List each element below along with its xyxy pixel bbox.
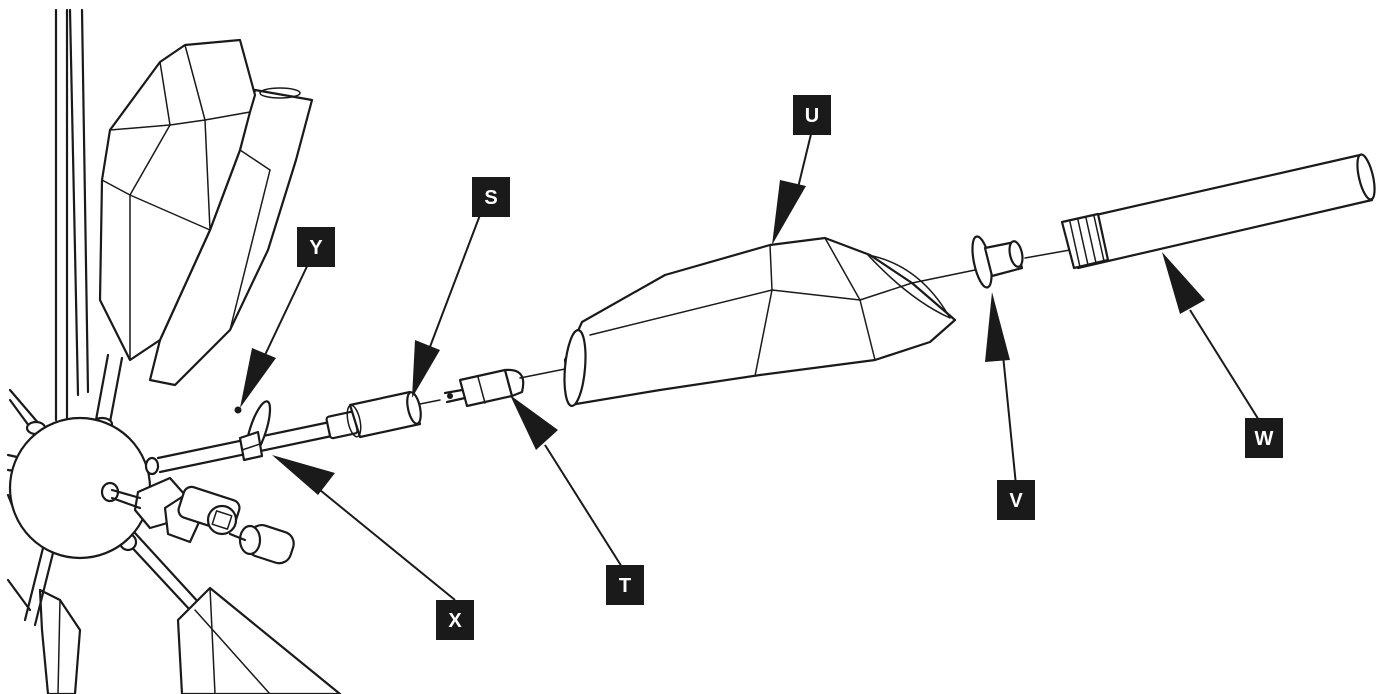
callout-label-Y: Y <box>309 237 323 259</box>
callout-U: U <box>793 95 831 135</box>
callout-label-U: U <box>805 105 819 127</box>
part-u-shade <box>563 236 957 407</box>
callout-label-S: S <box>484 187 497 209</box>
upper-shade-front <box>98 38 257 362</box>
part-s-socket <box>346 390 441 439</box>
hub-sphere <box>8 416 160 560</box>
callout-Y: Y <box>297 227 335 267</box>
callout-label-W: W <box>1255 428 1274 450</box>
callout-X: X <box>436 600 474 640</box>
part-t-bulb <box>443 368 525 408</box>
callout-label-X: X <box>448 610 462 632</box>
callout-W: W <box>1245 418 1283 458</box>
part-x-cup <box>238 400 272 462</box>
part-v-collar <box>971 235 1024 289</box>
upper-shade-stem <box>90 353 124 432</box>
callout-leaders <box>240 129 1263 601</box>
callout-V: V <box>997 480 1035 520</box>
callout-S: S <box>472 177 510 217</box>
callout-T: T <box>606 565 644 605</box>
hub-socket-cluster <box>110 476 295 565</box>
callout-label-T: T <box>619 575 631 597</box>
fixture-rods <box>54 8 90 422</box>
part-y-screw <box>234 406 242 414</box>
part-w-rod <box>1060 153 1376 270</box>
lower-center-shade <box>118 531 342 694</box>
callout-label-V: V <box>1009 490 1023 512</box>
